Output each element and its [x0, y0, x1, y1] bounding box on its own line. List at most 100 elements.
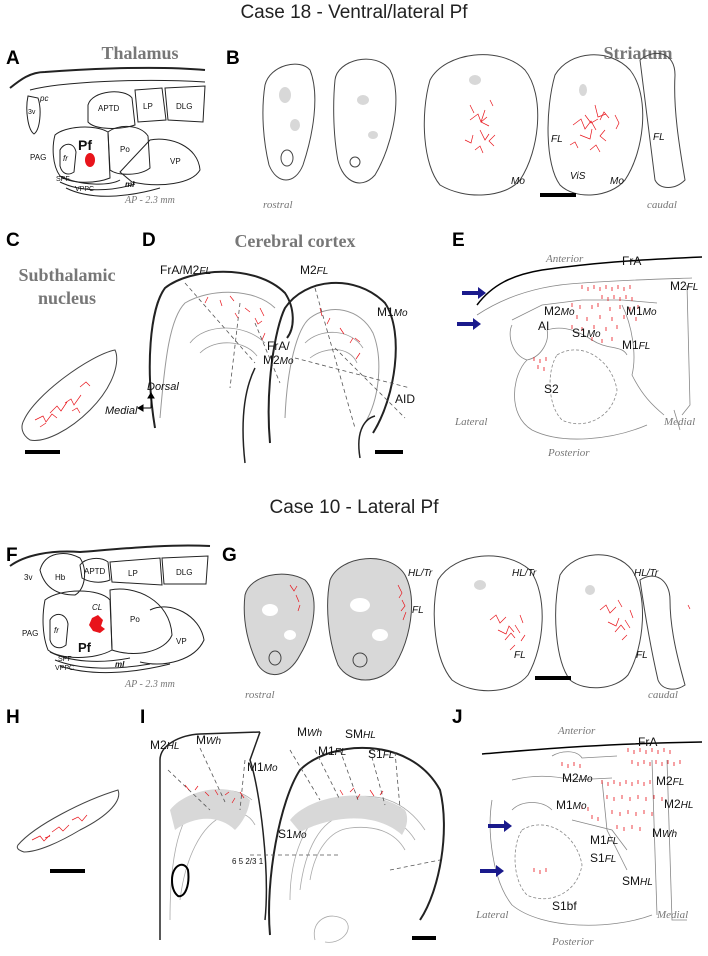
- label-s1mo-i: S1Mo: [278, 827, 307, 841]
- label-m2mo-e: M2Mo: [544, 304, 575, 318]
- label-fl-b1: FL: [551, 134, 563, 145]
- blue-arrows-j: [480, 820, 512, 877]
- label-3v-a: 3v: [28, 109, 36, 116]
- case18-title: Case 18 - Ventral/lateral Pf: [240, 2, 468, 23]
- panel-j-flatmap: Anterior FrA M2Mo M2FL M1Mo M2HL M1FL MW…: [475, 725, 703, 948]
- label-ap-f: AP - 2.3 mm: [124, 679, 175, 690]
- blue-arrow-j1: [488, 820, 512, 832]
- label-hltr-g1: HL/Tr: [408, 568, 433, 579]
- label-lateral-e: Lateral: [454, 416, 487, 428]
- panel-h-subthalamic: [16, 789, 120, 873]
- label-fl-g3: FL: [636, 650, 648, 661]
- heading-subthalamic: Subthalamic nucleus: [2, 264, 132, 310]
- label-s1fl-j: S1FL: [590, 851, 616, 865]
- label-aptd-f: APTD: [84, 567, 106, 576]
- label-s1mo-i-sub: Mo: [293, 830, 307, 841]
- panel-c-subthalamic: [21, 349, 118, 454]
- label-m1mo-e-sub: Mo: [643, 307, 657, 318]
- label-m1fl-e-main: M1: [622, 338, 639, 352]
- label-m1mo-i: M1Mo: [247, 760, 278, 774]
- label-aid-d: AID: [395, 392, 415, 406]
- scale-bar-b: [540, 193, 576, 197]
- label-m2mo-e-sub: Mo: [561, 307, 575, 318]
- label-mwh-i2-sub: Wh: [307, 728, 322, 739]
- label-fl-b2: FL: [653, 132, 665, 143]
- label-caudal-b: caudal: [647, 199, 677, 211]
- label-pf-a: Pf: [78, 137, 92, 153]
- label-mwh-i2-main: M: [297, 725, 307, 739]
- label-smhl-i-sub: HL: [363, 730, 376, 741]
- blue-arrow-e2: [457, 318, 481, 330]
- label-m1mo-d: M1Mo: [377, 305, 408, 319]
- label-m2mo-j-main: M2: [562, 771, 579, 785]
- label-m1mo-e: M1Mo: [626, 304, 657, 318]
- label-mwh-i1-main: M: [196, 733, 206, 747]
- orientation-arrows: [137, 392, 155, 412]
- panel-label-b: B: [226, 48, 240, 69]
- label-mwh-i2: MWh: [297, 725, 322, 739]
- label-m2hl-j: M2HL: [664, 797, 693, 811]
- label-m2fl-d-main: M2: [300, 263, 317, 277]
- label-m1mo-j: M1Mo: [556, 798, 587, 812]
- label-vp-f: VP: [176, 637, 187, 646]
- panel-b-striatum: FL FL Mo ViS Mo rostral caudal: [262, 52, 686, 211]
- label-m2hl-i: M2HL: [150, 738, 179, 752]
- label-s1mo-e: S1Mo: [572, 326, 601, 340]
- panel-label-j: J: [452, 707, 463, 728]
- label-mo-b2: Mo: [610, 176, 624, 187]
- label-fr-f: fr: [54, 626, 59, 635]
- label-m2hl-j-sub: HL: [681, 800, 694, 811]
- label-s1mo-i-main: S1: [278, 827, 293, 841]
- label-3v-f: 3v: [24, 573, 32, 582]
- label-caudal-g: caudal: [648, 689, 678, 701]
- label-m1fl-j-main: M1: [590, 833, 607, 847]
- panel-f-thalamus: 3v Hb APTD LP DLG CL PAG fr Pf Po VP SPF…: [9, 544, 211, 690]
- label-dlg-f: DLG: [176, 568, 192, 577]
- label-m2fl-j-sub: FL: [673, 777, 685, 788]
- label-vp-a: VP: [170, 157, 181, 166]
- layer-labels-i: 6 5 2/3 1: [232, 857, 264, 866]
- label-vppc-a: VPPC: [75, 186, 94, 193]
- label-smhl-j-main: SM: [622, 874, 640, 888]
- label-fra-m2mo-1: FrA/: [267, 339, 290, 353]
- label-m2fl-d-sub: FL: [317, 266, 329, 277]
- label-m2hl-i-sub: HL: [167, 741, 180, 752]
- label-mwh-j: MWh: [652, 826, 677, 840]
- label-m2hl-i-main: M2: [150, 738, 167, 752]
- panel-label-g: G: [222, 545, 237, 566]
- terminal-marks-j: [533, 748, 681, 874]
- panel-d-cortex: FrA/M2FL M2FL M1Mo FrA/ M2Mo AID Dorsal …: [105, 263, 415, 464]
- label-pc-a: pc: [39, 94, 48, 103]
- panel-i-cortex: M2HL MWh M1Mo S1Mo MWh SMHL M1FL S1FL 6 …: [150, 725, 445, 943]
- blue-arrow-j2: [480, 865, 504, 877]
- label-mwh-i1-sub: Wh: [206, 736, 221, 747]
- white-matter-right: [290, 795, 408, 835]
- label-lateral-j: Lateral: [475, 909, 508, 921]
- label-s1fl-j-main: S1: [590, 851, 605, 865]
- scale-bar-g: [535, 676, 571, 680]
- panel-label-e: E: [452, 230, 465, 251]
- label-fra-m2fl-main: FrA/M2: [160, 263, 200, 277]
- label-m2fl-j-main: M2: [656, 774, 673, 788]
- label-rostral-g: rostral: [245, 689, 275, 701]
- label-m1fl-j: M1FL: [590, 833, 618, 847]
- scale-bar-i: [412, 936, 436, 940]
- pf-injection-site-f: [89, 615, 105, 633]
- label-rostral-b: rostral: [263, 199, 293, 211]
- label-posterior-j: Posterior: [551, 936, 594, 948]
- heading-cerebral-cortex: Cerebral cortex: [234, 231, 356, 251]
- label-m1fl-i-main: M1: [318, 744, 335, 758]
- heading-thalamus: Thalamus: [101, 43, 179, 63]
- label-dlg-a: DLG: [176, 102, 192, 111]
- scale-bar-d: [375, 450, 403, 454]
- label-s1fl-i-main: S1: [368, 747, 383, 761]
- label-m1mo-d-sub: Mo: [394, 308, 408, 319]
- label-vis-b: ViS: [570, 171, 586, 182]
- heading-subthalamic-line1: Subthalamic: [18, 265, 116, 285]
- label-anterior-e: Anterior: [545, 253, 584, 265]
- label-po-f: Po: [130, 615, 140, 624]
- panel-label-a: A: [6, 48, 20, 69]
- case10-title: Case 10 - Lateral Pf: [269, 497, 439, 518]
- pf-injection-site-a: [85, 153, 95, 167]
- label-mwh-i1: MWh: [196, 733, 221, 747]
